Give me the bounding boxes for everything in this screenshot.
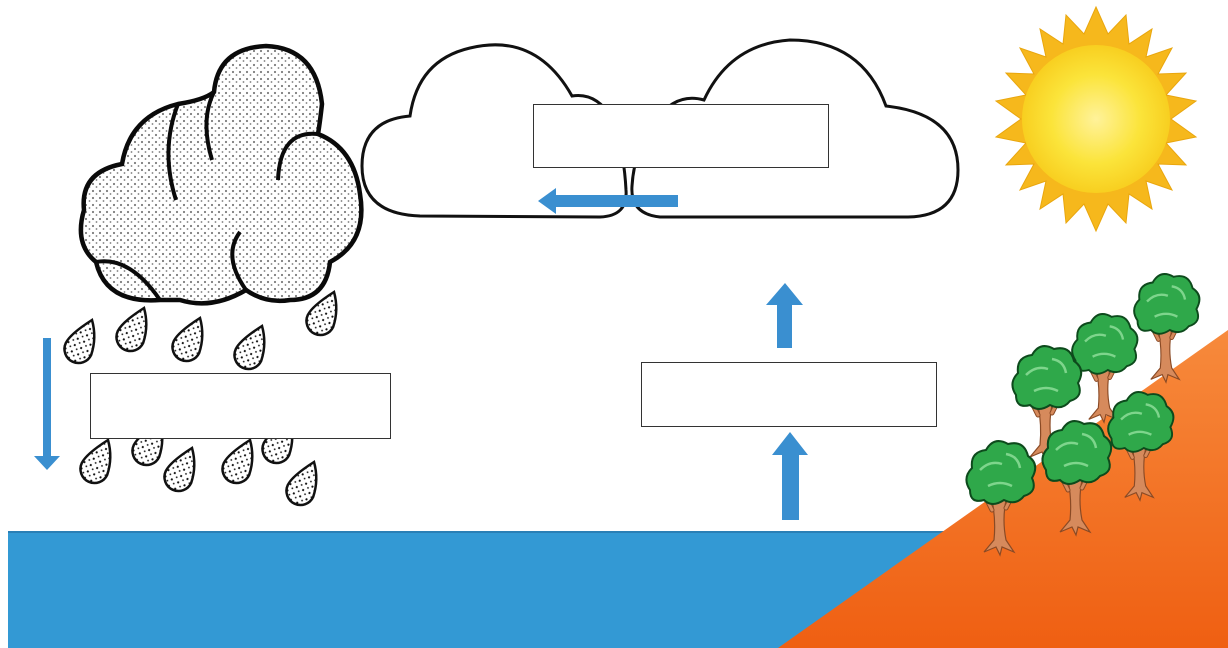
- raindrop-icon: [282, 456, 327, 510]
- arrow-up-upper: [766, 283, 803, 348]
- arrow-up-lower: [772, 432, 808, 520]
- raindrop-icon: [112, 302, 157, 356]
- raindrop-icon: [230, 320, 275, 374]
- raindrop-icon: [60, 314, 105, 368]
- storm-cloud-icon: [81, 46, 362, 303]
- arrow-down: [34, 338, 60, 470]
- raindrop-icon: [76, 434, 121, 488]
- condensation-label-box[interactable]: [533, 104, 829, 168]
- precipitation-label-box[interactable]: [90, 373, 391, 439]
- raindrop-icon: [160, 442, 205, 496]
- sun-icon: [996, 7, 1196, 231]
- evaporation-label-box[interactable]: [641, 362, 937, 427]
- raindrop-icon: [218, 434, 263, 488]
- raindrop-icon: [168, 312, 213, 366]
